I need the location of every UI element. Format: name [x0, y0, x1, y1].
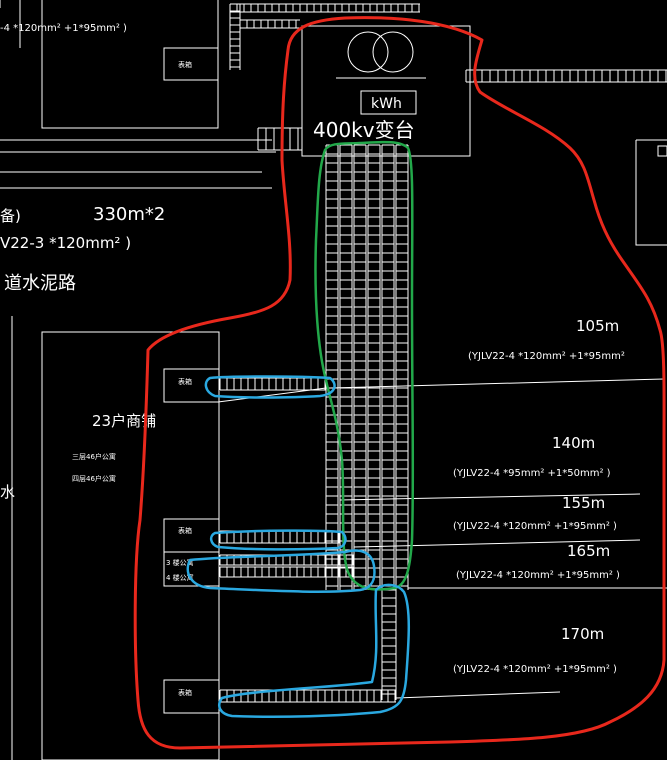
meter-box-top — [163, 47, 219, 81]
run-5-cable: (YJLV22-4 *120mm² +1*95mm² ) — [453, 664, 617, 675]
floor3-short-label: 3 楼公寓 — [166, 558, 194, 567]
green-outline-annotation — [314, 140, 415, 591]
meter-box-top-label: 表箱 — [178, 60, 192, 69]
run-4-length: 165m — [567, 542, 610, 560]
meter-box-1 — [163, 368, 220, 403]
top-left-building: 表箱 -4 *120mm² +1*95mm² ) — [0, 0, 219, 129]
transformer-label: 400kv变台 — [313, 118, 415, 142]
area-suffix-label: 备) — [0, 207, 21, 225]
right-building-fragment — [635, 139, 667, 246]
leader-box-1 — [217, 387, 327, 403]
run-5-length: 170m — [561, 625, 604, 643]
run-4-cable: (YJLV22-4 *120mm² +1*95mm² ) — [456, 570, 620, 581]
transformer-coil-right — [372, 31, 414, 73]
meter-box-1-label: 表箱 — [178, 377, 192, 386]
meter-box-3 — [163, 551, 220, 587]
run-3-length: 155m — [562, 494, 605, 512]
leader-run-3 — [353, 539, 641, 548]
road-lines: 备) 330m*2 V22-3 *120mm² ) 道水泥路 — [0, 139, 276, 294]
kwh-meter-label: kWh — [371, 96, 402, 112]
kwh-meter — [360, 90, 417, 115]
red-outline-annotation — [133, 16, 666, 750]
area-label: 330m*2 — [93, 204, 165, 225]
run-2-cable: (YJLV22-4 *95mm² +1*50mm² ) — [453, 468, 611, 479]
cable-trenches — [219, 69, 667, 703]
leader-run-1 — [329, 378, 665, 389]
road-label: 道水泥路 — [4, 273, 76, 294]
leader-run-2 — [339, 493, 641, 501]
leader-run-5 — [395, 691, 561, 699]
blue-loop-3 — [186, 549, 376, 593]
run-1-length: 105m — [576, 317, 619, 335]
edge-char: 水 — [0, 483, 15, 501]
floor4-label: 四层46户公寓 — [72, 474, 116, 483]
meter-box-4-label: 表箱 — [178, 688, 192, 697]
run-2-length: 140m — [552, 434, 595, 452]
shop-label: 23户商铺 — [92, 412, 156, 430]
leader-lines — [217, 378, 667, 699]
left-cable-label: V22-3 *120mm² ) — [0, 234, 131, 252]
blue-loop-1 — [204, 375, 336, 399]
blue-outline-annotations — [186, 375, 410, 719]
cable-run-labels: 105m (YJLV22-4 *120mm² +1*95mm² 140m (YJ… — [453, 317, 625, 675]
blue-loop-4 — [218, 583, 410, 719]
meter-box-4 — [163, 679, 220, 714]
floor4-short-label: 4 楼公寓 — [166, 573, 194, 582]
run-1-cable: (YJLV22-4 *120mm² +1*95mm² — [468, 351, 625, 362]
top-cable-trench — [229, 3, 420, 70]
blue-loop-2 — [209, 529, 347, 551]
transformer-coil-left — [347, 31, 389, 73]
floor3-label: 三层46户公寓 — [72, 452, 116, 461]
top-left-cable-label: -4 *120mm² +1*95mm² ) — [0, 23, 127, 34]
meter-box-2-label: 表箱 — [178, 526, 192, 535]
run-3-cable: (YJLV22-4 *120mm² +1*95mm² ) — [453, 521, 617, 532]
transformer-station: kWh 400kv变台 — [301, 25, 471, 157]
left-building: 表箱 表箱 3 楼公寓 4 楼公寓 表箱 23户商铺 三层46户公寓 四层46户… — [0, 316, 220, 760]
